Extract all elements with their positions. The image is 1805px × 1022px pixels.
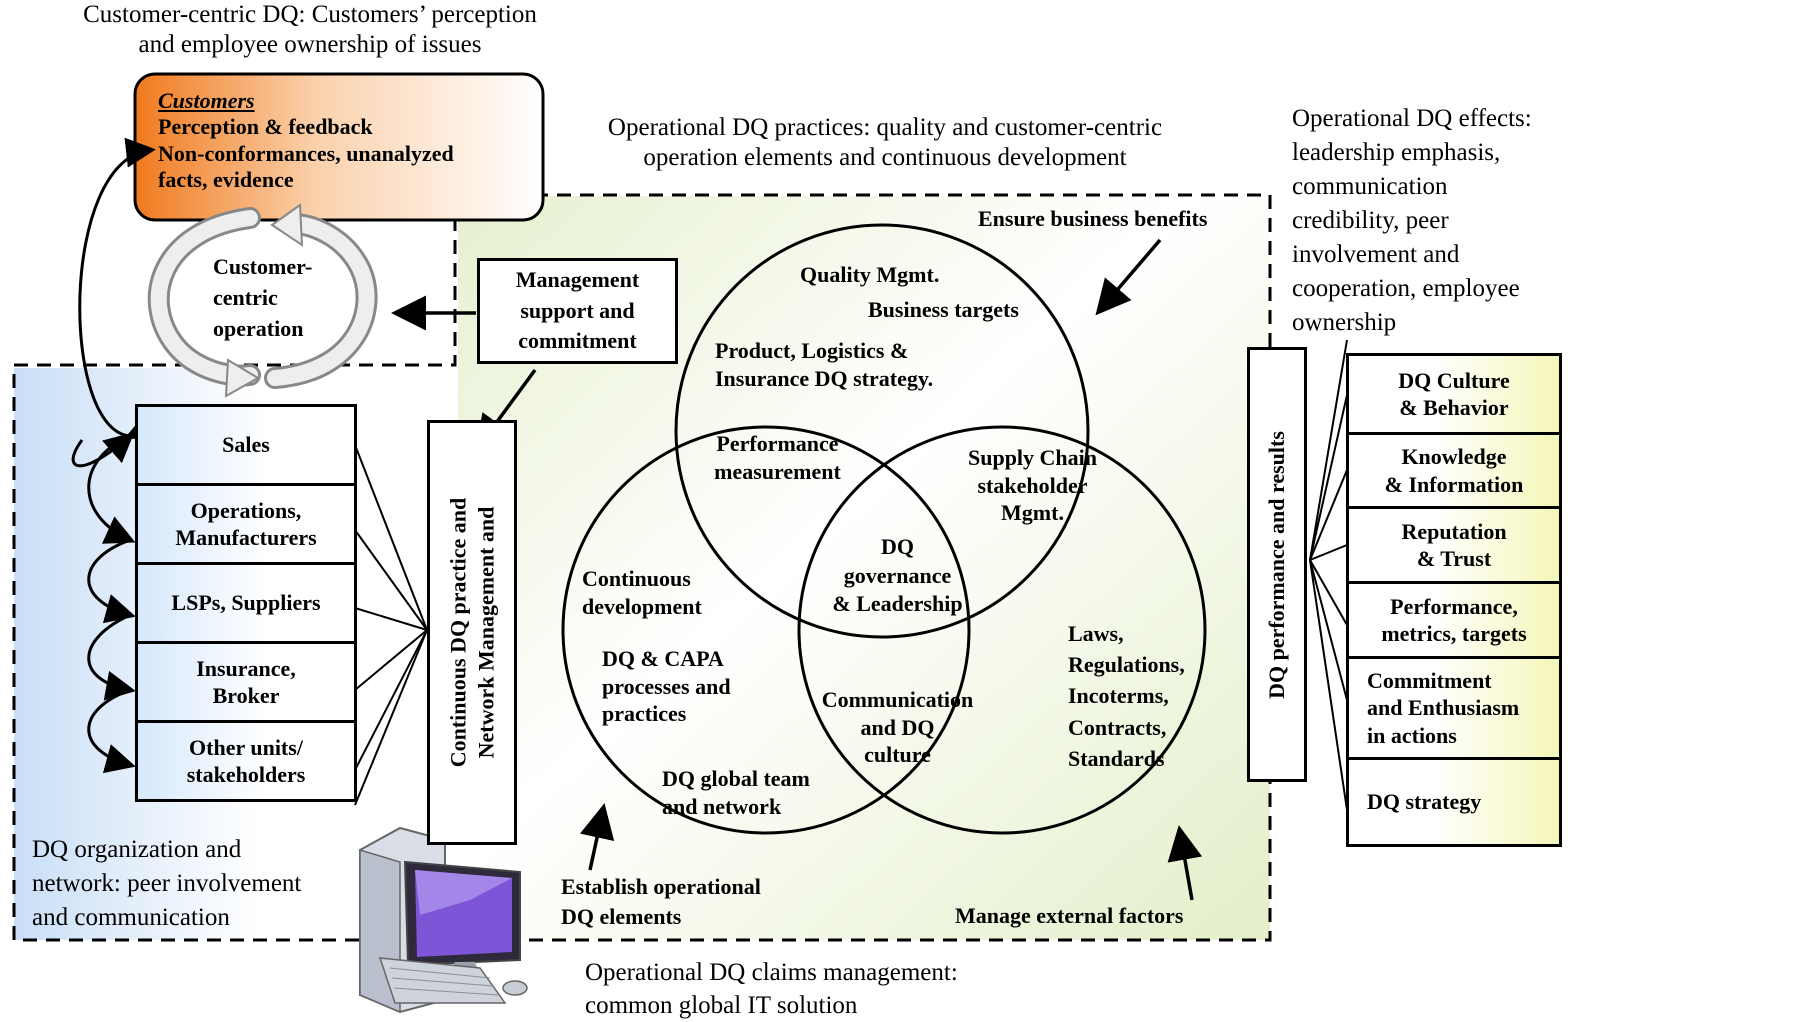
claims-heading: Operational DQ claims management: common… [585, 959, 958, 1019]
customers-title: Customers [158, 88, 255, 113]
venn-quality-mgmt: Quality Mgmt. [800, 262, 940, 287]
organization-heading: DQ organization and network: peer involv… [32, 836, 302, 931]
manage-arrow [1167, 825, 1203, 901]
practice-vertical-label: Continuous DQ practice and Network Manag… [445, 497, 499, 768]
unit-operations: Operations, Manufacturers [135, 483, 357, 565]
result-culture: DQ Culture & Behavior [1346, 353, 1562, 435]
practice-vertical-box: Continuous DQ practice and Network Manag… [427, 420, 517, 845]
venn-laws: Laws, Regulations, Incoterms, Contracts,… [1068, 621, 1185, 771]
effects-heading: Operational DQ effects: leadership empha… [1292, 105, 1532, 336]
venn-circle-left [561, 425, 971, 835]
dashed-frame [12, 193, 1272, 942]
management-box: Management support and commitment [477, 258, 678, 364]
venn-global-team: DQ global team and network [662, 766, 810, 819]
results-vertical-label: DQ performance and results [1264, 430, 1290, 699]
result-performance: Performance, metrics, targets [1346, 581, 1562, 659]
computer-icon [359, 826, 528, 1014]
cycle-label: Customer- centric operation [213, 254, 313, 341]
units-list: Sales Operations, Manufacturers LSPs, Su… [135, 404, 357, 802]
results-list: DQ Culture & Behavior Knowledge & Inform… [1346, 353, 1562, 847]
venn-supply-chain: Supply Chain stakeholder Mgmt. [967, 445, 1098, 525]
venn-dq-strategy: Product, Logistics & Insurance DQ strate… [715, 338, 934, 391]
result-connectors [1309, 339, 1348, 811]
unit-insurance: Insurance, Broker [135, 641, 357, 723]
results-vertical-box: DQ performance and results [1247, 347, 1307, 782]
venn-circle-right [797, 425, 1207, 835]
customers-nonconformances: Non-conformances, unanalyzed facts, evid… [158, 140, 454, 193]
customers-feedback: Perception & feedback [158, 114, 373, 140]
result-commitment: Commitment and Enthusiasm in actions [1346, 656, 1562, 760]
ensure-arrow [1095, 238, 1162, 316]
result-reputation: Reputation & Trust [1346, 506, 1562, 584]
result-knowledge: Knowledge & Information [1346, 432, 1562, 509]
venn-communication: Communication and DQ culture [821, 687, 974, 767]
venn-performance-measurement: Performance measurement [714, 431, 841, 484]
ensure-benefits-label: Ensure business benefits [978, 206, 1208, 231]
unit-other: Other units/ stakeholders [135, 720, 357, 802]
cycle-arrows-icon [147, 203, 378, 398]
practices-heading: Operational DQ practices: quality and cu… [607, 114, 1163, 171]
venn-circle-top [674, 223, 1090, 639]
establish-elements-label: Establish operational DQ elements [561, 874, 761, 929]
customers-box: Customers Perception & feedback Non-conf… [158, 88, 538, 194]
unit-sales: Sales [135, 404, 357, 486]
unit-connectors [354, 444, 428, 806]
venn-governance: DQ governance & Leadership [832, 534, 963, 617]
establish-arrow [579, 803, 615, 871]
venn-business-targets: Business targets [868, 297, 1019, 322]
venn-capa: DQ & CAPA processes and practices [602, 646, 731, 726]
customer-centric-heading: Customer-centric DQ: Customers’ percepti… [83, 1, 537, 58]
network-links [71, 137, 156, 774]
unit-lsps: LSPs, Suppliers [135, 562, 357, 644]
result-strategy: DQ strategy [1346, 757, 1562, 847]
venn-continuous-development: Continuous development [582, 566, 702, 619]
manage-external-label: Manage external factors [955, 903, 1184, 928]
venn-diagram [561, 223, 1207, 835]
